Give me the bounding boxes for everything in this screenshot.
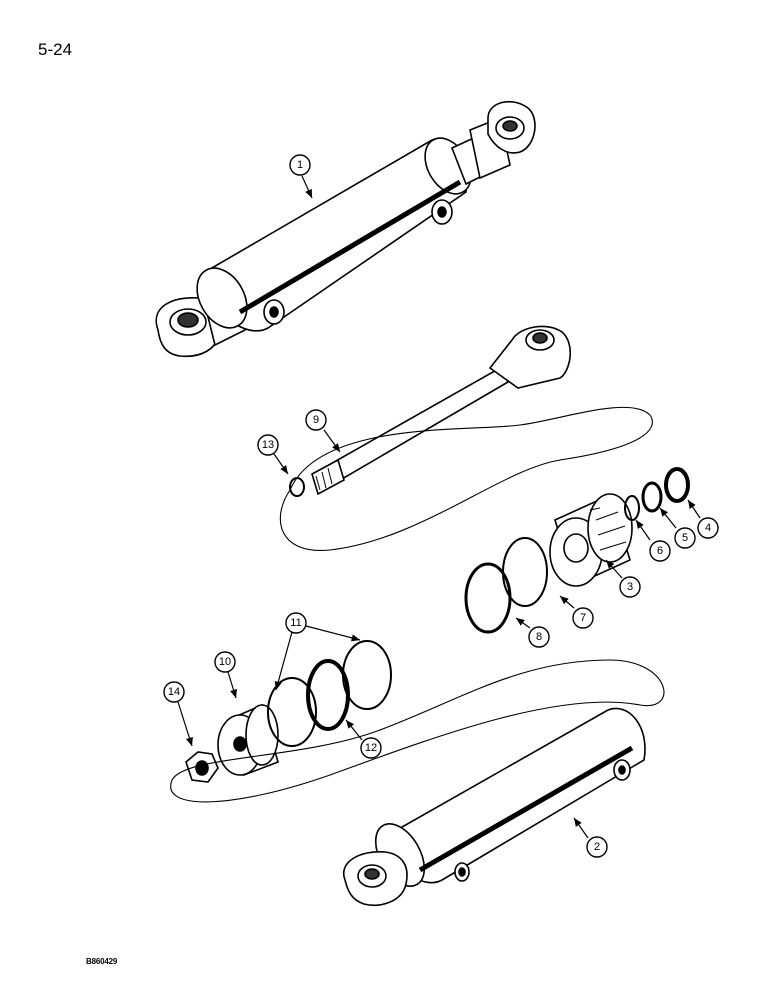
callout-10: 10 bbox=[214, 651, 236, 673]
piston-rod bbox=[311, 325, 571, 496]
svg-text:1: 1 bbox=[297, 159, 303, 171]
svg-text:12: 12 bbox=[365, 742, 377, 754]
o-ring-13 bbox=[289, 477, 305, 497]
page-number: 5-24 bbox=[38, 40, 73, 59]
gland-seals bbox=[624, 467, 690, 521]
figure-code: B860429 bbox=[86, 957, 118, 966]
svg-text:3: 3 bbox=[627, 581, 633, 593]
callout-3: 3 bbox=[619, 576, 641, 598]
svg-text:5: 5 bbox=[682, 532, 688, 544]
svg-text:7: 7 bbox=[580, 612, 586, 624]
svg-text:9: 9 bbox=[313, 414, 319, 426]
svg-text:10: 10 bbox=[219, 656, 231, 668]
callout-2: 2 bbox=[586, 836, 608, 858]
wear-ring-11b bbox=[342, 640, 392, 710]
callout-12: 12 bbox=[360, 737, 382, 759]
callout-7: 7 bbox=[572, 607, 594, 629]
gland bbox=[549, 493, 633, 587]
lower-loop-outline bbox=[170, 659, 665, 803]
callout-13: 13 bbox=[257, 434, 279, 456]
cylinder-assembly bbox=[155, 100, 536, 358]
callout-6: 6 bbox=[649, 540, 671, 562]
callout-14: 14 bbox=[163, 681, 185, 703]
svg-text:14: 14 bbox=[168, 686, 180, 698]
piston bbox=[217, 703, 279, 777]
hex-nut bbox=[185, 751, 219, 783]
svg-text:11: 11 bbox=[290, 617, 301, 629]
wear-ring-11a bbox=[267, 677, 317, 747]
cylinder-tube bbox=[342, 707, 646, 906]
seal-ring-12 bbox=[306, 659, 350, 731]
svg-text:6: 6 bbox=[657, 545, 663, 557]
callout-5: 5 bbox=[674, 527, 696, 549]
leader-lines bbox=[177, 175, 701, 839]
callout-9: 9 bbox=[305, 409, 327, 431]
svg-text:13: 13 bbox=[262, 439, 274, 451]
svg-text:4: 4 bbox=[705, 522, 711, 534]
o-ring-8 bbox=[464, 562, 512, 634]
callout-11: 11 bbox=[285, 612, 307, 634]
svg-text:2: 2 bbox=[594, 841, 600, 853]
assembly-loop-outline bbox=[279, 406, 653, 551]
callout-4: 4 bbox=[697, 517, 719, 539]
callout-8: 8 bbox=[528, 626, 550, 648]
callout-1: 1 bbox=[289, 154, 311, 176]
svg-text:8: 8 bbox=[536, 631, 542, 643]
